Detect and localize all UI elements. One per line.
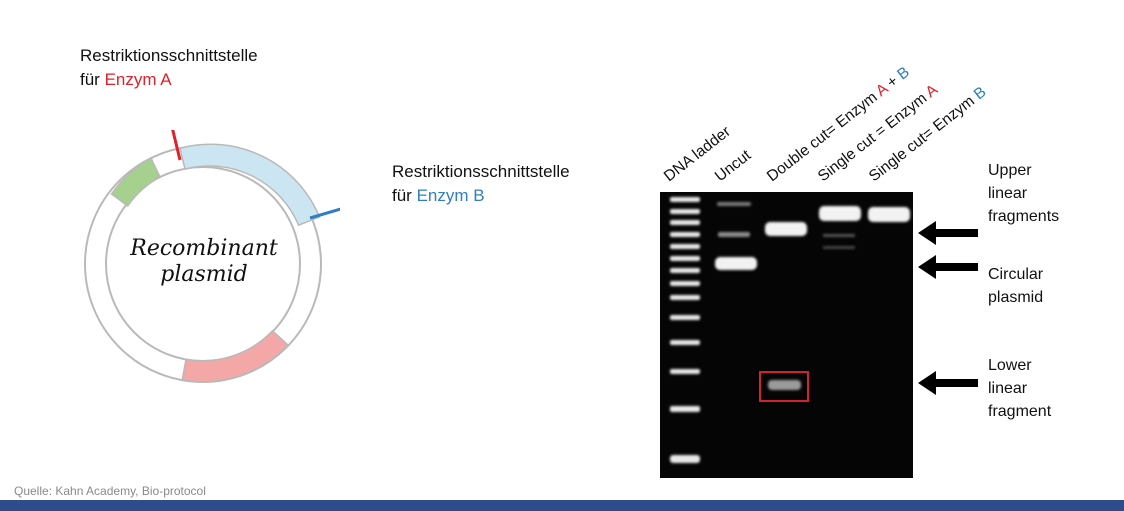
annotation-lower: Lower linear fragment [988, 357, 1052, 420]
plasmid-diagram: Recombinant plasmid [84, 130, 340, 383]
ladder-band [670, 220, 700, 225]
single-cut-b-bands [868, 207, 910, 222]
arrow-circular-icon [918, 255, 978, 279]
site-a-prefix: für [80, 70, 105, 89]
ladder-band [670, 232, 700, 237]
ladder-band [670, 281, 700, 286]
ladder-band [670, 295, 700, 300]
plasmid-segment-pink [181, 329, 290, 383]
annotation-circular: Circular plasmid [988, 266, 1044, 306]
ladder-band [670, 268, 700, 273]
ladder-band [670, 256, 700, 261]
ladder-band [670, 455, 700, 463]
plasmid-segment-green [110, 156, 161, 208]
site-b-marker [309, 207, 340, 220]
annotation-arrows [918, 221, 978, 395]
plasmid-center-label-1: Recombinant [129, 236, 278, 261]
circular-plasmid-band [715, 257, 757, 270]
enzyme-a-label: Enzym A [104, 70, 172, 89]
ladder-band [670, 369, 700, 374]
lower-fragment-highlight [759, 371, 809, 402]
gel-image [660, 192, 913, 478]
upper-fragment-band [765, 222, 807, 236]
ladder-band [670, 244, 700, 249]
ladder-band [670, 197, 700, 202]
site-a-label: Restriktionsschnittstelle für Enzym A [80, 44, 258, 92]
lane-label-uncut: Uncut [711, 146, 755, 186]
site-a-label-line1: Restriktionsschnittstelle [80, 46, 258, 65]
arrow-upper-icon [918, 221, 978, 245]
uncut-bands [715, 202, 757, 270]
enzyme-b-label: Enzym B [416, 186, 485, 205]
double-cut-bands [765, 222, 807, 390]
plasmid-center-label-2: plasmid [160, 262, 248, 287]
single-cut-a-bands [819, 206, 861, 249]
site-b-prefix: für [392, 186, 417, 205]
plasmid-segment-blue [178, 143, 321, 227]
footer-bar [0, 500, 1124, 511]
site-a-marker [171, 130, 182, 161]
source-credit: Quelle: Kahn Academy, Bio-protocol [14, 484, 206, 498]
ladder-bands [670, 197, 700, 463]
lower-fragment-band [768, 380, 801, 390]
ladder-band [670, 406, 700, 412]
site-b-label: Restriktionsschnittstelle für Enzym B [392, 160, 570, 208]
ladder-band [670, 315, 700, 320]
ladder-band [670, 209, 700, 214]
arrow-lower-icon [918, 371, 978, 395]
ladder-band [670, 340, 700, 345]
site-b-label-line1: Restriktionsschnittstelle [392, 162, 570, 181]
annotation-upper: Upper linear fragments [988, 162, 1060, 225]
